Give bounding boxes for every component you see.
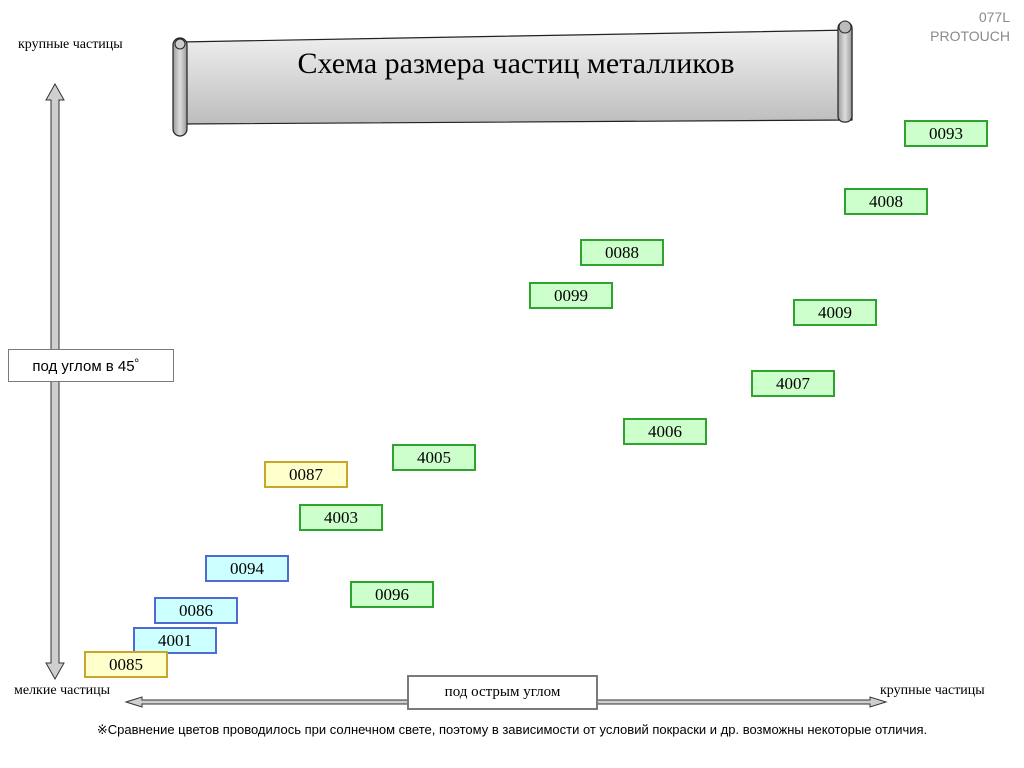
chip-4009: 4009 (793, 299, 877, 326)
chip-0087: 0087 (264, 461, 348, 488)
corner-code: 077L PROTOUCH (890, 8, 1010, 46)
chip-0094: 0094 (205, 555, 289, 582)
page-title: Схема размера частиц металликов (297, 47, 735, 80)
chip-0099: 0099 (529, 282, 613, 309)
horizontal-axis-middle-label: под острым углом (407, 675, 598, 710)
footnote: ※Сравнение цветов проводилось при солнеч… (96, 722, 928, 737)
horizontal-axis-left-label: мелкие частицы (14, 683, 111, 698)
chip-0088: 0088 (580, 239, 664, 266)
horizontal-axis-right-label: крупные частицы (880, 683, 985, 698)
chip-4005: 4005 (392, 444, 476, 471)
chip-4006: 4006 (623, 418, 707, 445)
chip-4008: 4008 (844, 188, 928, 215)
chip-0085: 0085 (84, 651, 168, 678)
vertical-axis-middle-label: под углом в 45゜ (8, 349, 174, 382)
chip-0096: 0096 (350, 581, 434, 608)
chip-4001: 4001 (133, 627, 217, 654)
vertical-axis-top-label: крупные частицы (18, 37, 123, 52)
chip-4003: 4003 (299, 504, 383, 531)
chip-0093: 0093 (904, 120, 988, 147)
corner-code-line1: 077L (978, 9, 1010, 25)
title-scroll-banner (172, 20, 853, 137)
chip-4007: 4007 (751, 370, 835, 397)
corner-code-line2: PROTOUCH (930, 28, 1010, 44)
chip-0086: 0086 (154, 597, 238, 624)
